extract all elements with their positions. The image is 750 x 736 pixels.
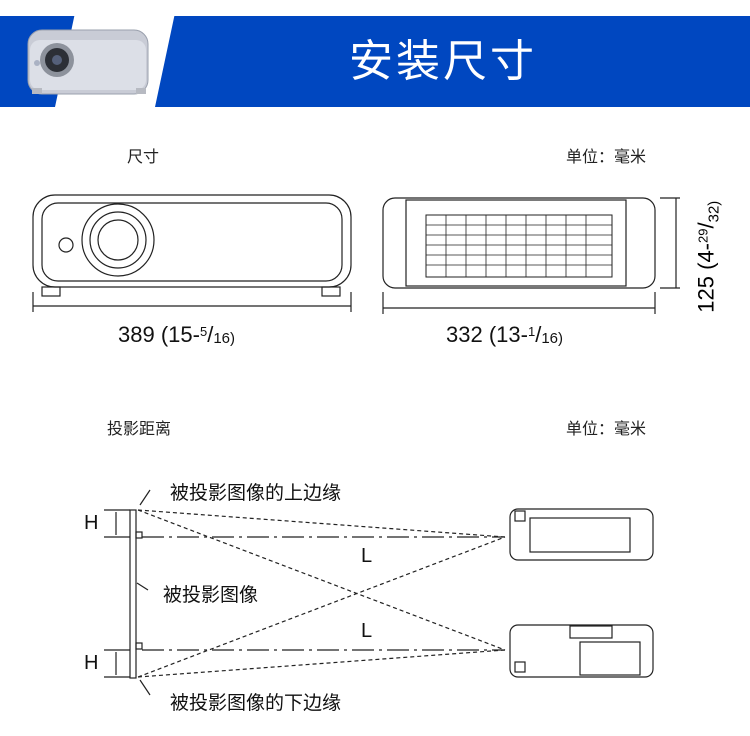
image-caption: 被投影图像	[163, 584, 259, 606]
l-label-bottom: L	[361, 620, 373, 642]
h-label-bottom: H	[84, 652, 99, 674]
projector-bottom-view	[509, 624, 654, 678]
projector-front-view	[32, 194, 352, 312]
projector-side-view	[382, 197, 680, 314]
dimensions-label: 尺寸	[127, 147, 160, 166]
top-edge-caption: 被投影图像的上边缘	[170, 482, 342, 504]
bottom-edge-caption: 被投影图像的下边缘	[170, 692, 342, 714]
depth-dimension: 332 (13-1/16)	[446, 322, 563, 347]
projection-unit-label: 单位：毫米	[566, 419, 647, 438]
projector-top-view	[509, 508, 654, 561]
projection-label: 投影距离	[107, 419, 172, 438]
projector-photo	[27, 29, 149, 95]
page-title: 安装尺寸	[349, 36, 537, 87]
h-label-top: H	[84, 512, 99, 534]
l-label-top: L	[361, 545, 373, 567]
width-dimension: 389 (15-5/16)	[118, 322, 235, 347]
unit-label: 单位：毫米	[566, 147, 647, 166]
screen	[129, 509, 137, 679]
